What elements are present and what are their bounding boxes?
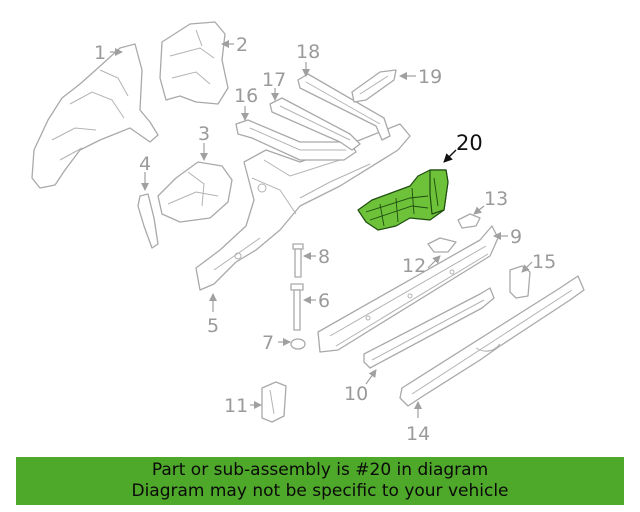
callout-15: 15 xyxy=(532,251,556,273)
parts-diagram: 1 2 3 4 5 6 7 8 xyxy=(31,21,585,445)
part-7-nut xyxy=(290,338,306,350)
callout-8: 8 xyxy=(318,246,330,268)
callout-7: 7 xyxy=(262,332,274,354)
part-4-plate xyxy=(137,193,159,249)
callout-5: 5 xyxy=(207,315,219,337)
part-12-plate xyxy=(427,237,457,253)
callout-6: 6 xyxy=(318,290,330,312)
callout-14: 14 xyxy=(406,423,430,445)
callout-9: 9 xyxy=(510,226,522,248)
info-banner: Part or sub-assembly is #20 in diagram D… xyxy=(16,457,624,505)
callout-1: 1 xyxy=(94,42,106,64)
leader-15 xyxy=(521,261,533,273)
part-17-rail xyxy=(269,97,361,151)
part-2-strut-tower xyxy=(159,21,229,105)
callout-16: 16 xyxy=(234,85,258,107)
part-10-lower-rail xyxy=(363,287,495,369)
part-3-bracket xyxy=(157,161,233,223)
part-19-bracket xyxy=(351,69,397,103)
part-8-bolt xyxy=(292,243,304,278)
banner-line-1: Part or sub-assembly is #20 in diagram xyxy=(151,460,489,480)
part-16-cross-member xyxy=(235,119,357,161)
callout-13: 13 xyxy=(484,188,508,210)
part-9-side-rail xyxy=(317,225,499,353)
part-13-plate xyxy=(457,213,481,229)
part-1-wheelhouse xyxy=(31,43,159,189)
callout-3: 3 xyxy=(198,123,210,145)
leader-20 xyxy=(443,149,457,163)
part-6-bolt xyxy=(290,283,304,331)
leader-12 xyxy=(427,255,441,269)
callout-19: 19 xyxy=(418,66,442,88)
part-20-highlighted-bracket xyxy=(357,169,449,231)
callout-4: 4 xyxy=(139,153,151,175)
callout-11: 11 xyxy=(224,395,248,417)
leader-10 xyxy=(365,369,377,385)
part-11-bracket xyxy=(261,381,287,423)
banner-line-2: Diagram may not be specific to your vehi… xyxy=(131,481,509,501)
callout-2: 2 xyxy=(236,34,248,56)
leader-13 xyxy=(473,205,485,215)
callout-17: 17 xyxy=(262,69,286,91)
callout-12: 12 xyxy=(402,255,426,277)
part-15-bracket xyxy=(509,265,531,299)
callout-18: 18 xyxy=(296,41,320,63)
part-14-sill-rail xyxy=(399,275,585,407)
callout-10: 10 xyxy=(344,383,368,405)
part-18-upper-rail xyxy=(297,73,391,141)
callout-20: 20 xyxy=(456,131,483,155)
part-5-frame-rail xyxy=(195,123,411,291)
